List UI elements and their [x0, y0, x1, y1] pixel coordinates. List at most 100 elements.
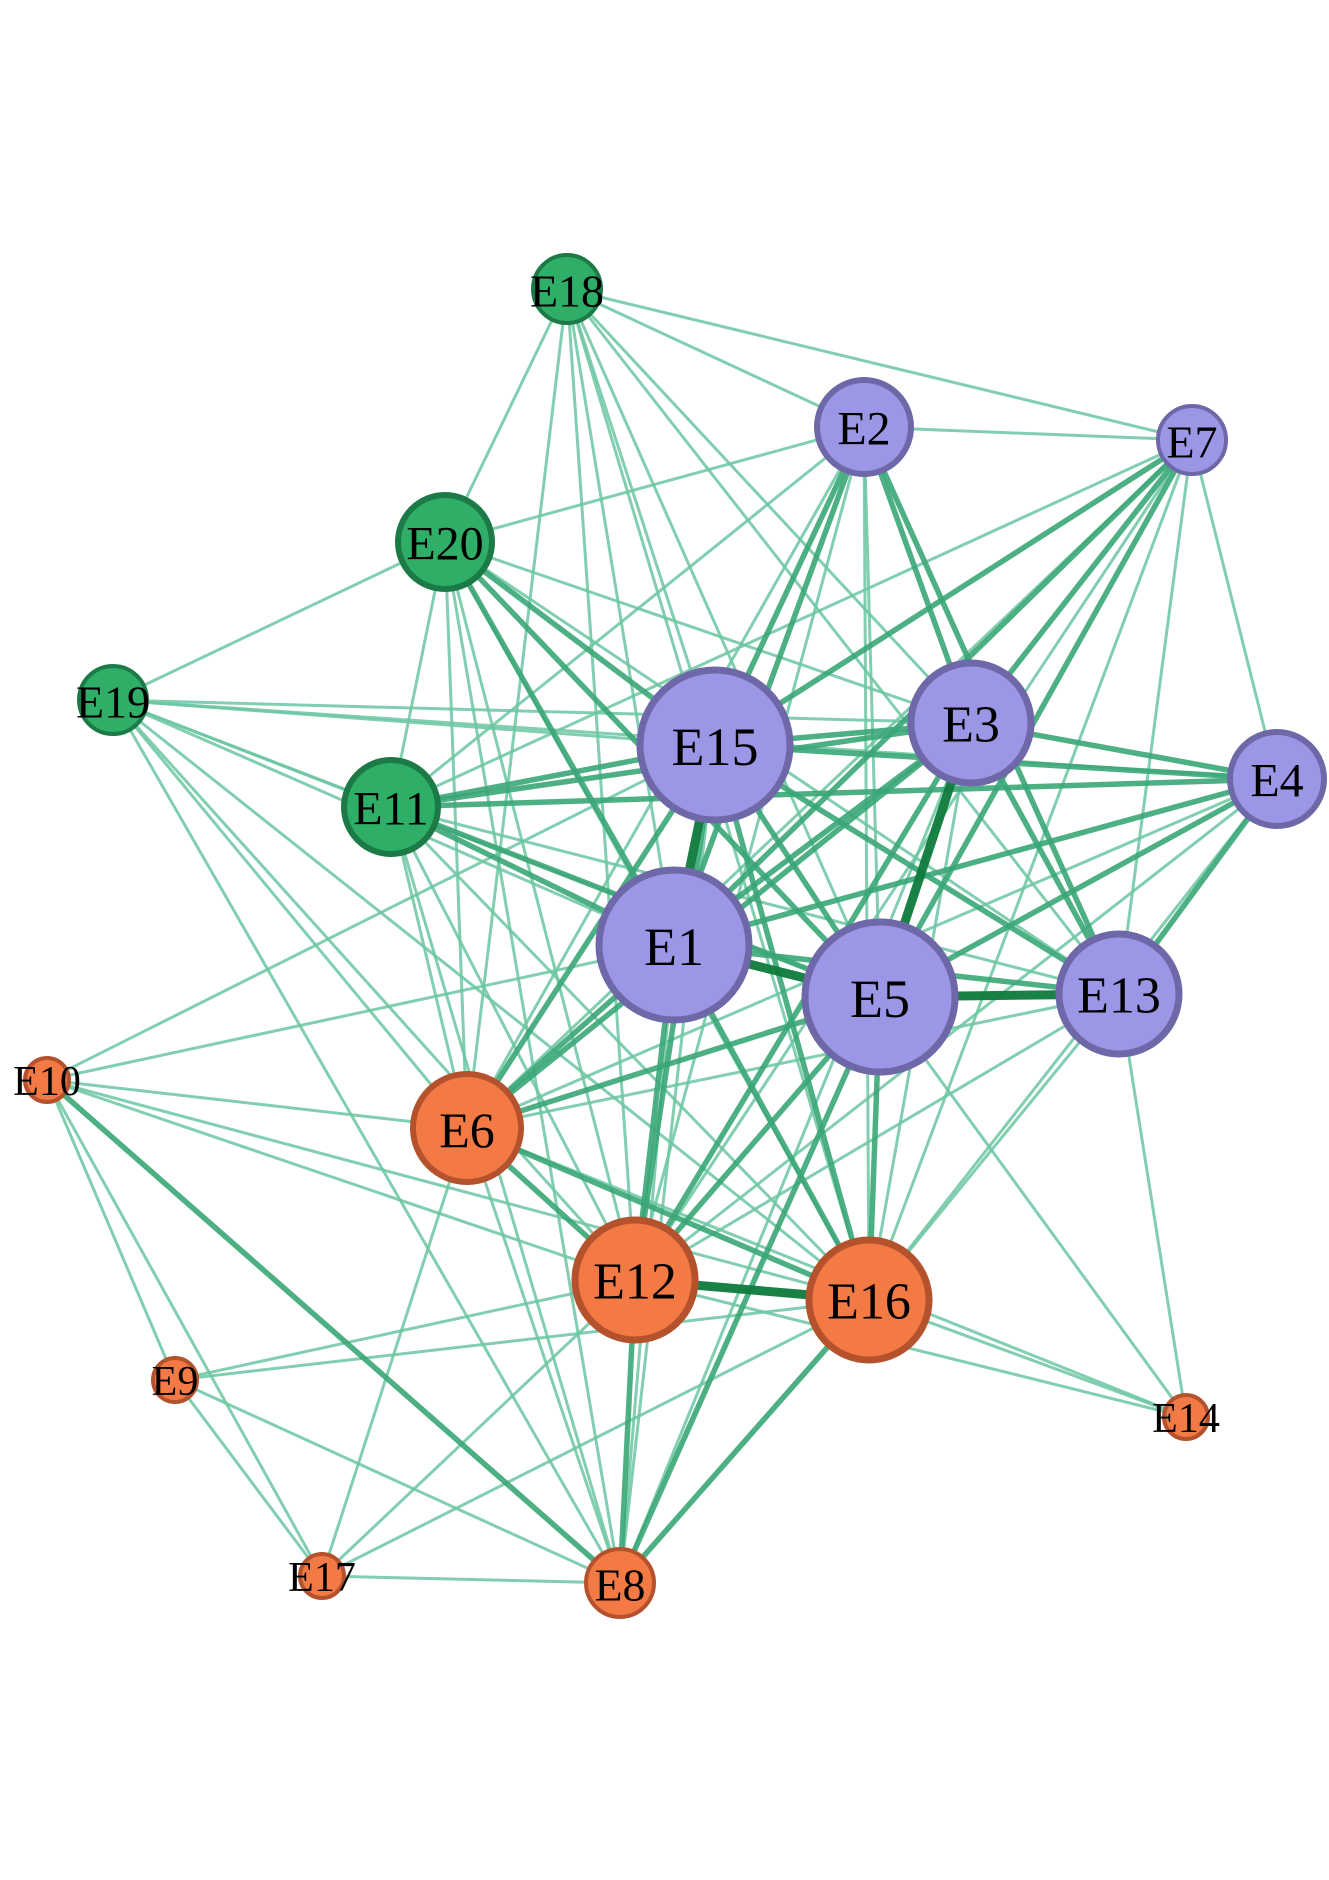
edge-e11-e16 [389, 805, 871, 1302]
node-circle-e12 [571, 1216, 699, 1344]
edge-e16-e17 [320, 1298, 871, 1578]
edge-e2-e11 [389, 425, 866, 809]
edge-e6-e10 [45, 1078, 469, 1130]
edge-e2-e20 [443, 425, 866, 544]
edge-e13-e14 [1117, 992, 1188, 1419]
node-e15: E15 [636, 666, 794, 824]
node-label-e12: E12 [593, 1254, 677, 1311]
edge-e15-e13 [712, 742, 1122, 997]
node-label-e11: E11 [353, 783, 429, 836]
node-label-e6: E6 [439, 1102, 495, 1158]
node-label-e3: E3 [942, 697, 1000, 754]
edge-e10-e17 [45, 1078, 324, 1578]
edge-e11-e8 [389, 805, 622, 1585]
edge-e6-e17 [320, 1126, 469, 1578]
edge-e19-e16 [111, 698, 871, 1302]
edge-e2-e7 [862, 425, 1194, 442]
node-e18: E18 [530, 253, 604, 325]
edge-e2-e18 [565, 287, 866, 429]
node-label-e18: E18 [530, 266, 604, 317]
node-e2: E2 [814, 377, 914, 477]
node-circle-e16 [805, 1236, 933, 1364]
edge-e6-e16 [464, 1125, 872, 1303]
node-e5: E5 [801, 918, 959, 1076]
node-e12: E12 [571, 1216, 699, 1344]
edge-e6-e8 [465, 1126, 622, 1585]
edge-e17-e8 [320, 1574, 622, 1585]
node-label-e9: E9 [152, 1359, 199, 1405]
edge-e1-e2 [671, 424, 867, 948]
edge-e2-e12 [633, 425, 866, 1282]
edge-e12-e17 [320, 1278, 637, 1578]
edge-e10-e8 [44, 1077, 623, 1586]
node-label-e10: E10 [13, 1059, 81, 1105]
node-e4: E4 [1227, 729, 1327, 829]
edge-e2-e16 [862, 425, 871, 1302]
node-circle-e11 [341, 757, 441, 857]
node-circle-e18 [531, 253, 603, 325]
node-label-e2: E2 [837, 403, 890, 456]
edge-e7-e16 [867, 438, 1194, 1302]
node-e3: E3 [907, 659, 1035, 787]
edge-e16-e9 [173, 1298, 871, 1382]
edge-e18-e6 [465, 287, 569, 1130]
edge-e18-e12 [565, 287, 637, 1282]
edge-e20-e19 [111, 540, 447, 702]
node-circle-e19 [77, 664, 149, 736]
edge-e1-e4 [671, 776, 1280, 948]
node-label-e5: E5 [850, 969, 910, 1029]
node-label-e16: E16 [827, 1274, 911, 1331]
node-circle-e13 [1055, 930, 1183, 1058]
node-circle-e17 [298, 1552, 346, 1600]
edge-e5-e14 [878, 995, 1188, 1419]
edge-e13-e7 [1117, 438, 1194, 996]
edge-e16-e10 [45, 1078, 871, 1302]
node-e10: E10 [13, 1056, 81, 1105]
node-label-e20: E20 [406, 518, 483, 571]
edge-e5-e2 [862, 425, 882, 999]
edge-e4-e16 [867, 777, 1279, 1302]
node-circle-e14 [1162, 1393, 1210, 1441]
node-circle-e2 [814, 377, 914, 477]
node-circle-e15 [636, 666, 794, 824]
edge-e19-e8 [111, 698, 622, 1585]
edge-e15-e7 [712, 437, 1195, 748]
edge-e7-e12 [633, 438, 1194, 1282]
node-e17: E17 [288, 1552, 356, 1601]
node-e7: E7 [1156, 404, 1228, 476]
node-label-e15: E15 [672, 717, 759, 777]
edge-e20-e12 [443, 540, 637, 1282]
edge-e9-e8 [173, 1378, 622, 1585]
edge-e12-e14 [633, 1278, 1188, 1419]
node-circle-e9 [151, 1356, 199, 1404]
node-e9: E9 [151, 1356, 199, 1405]
edge-e1-e10 [45, 943, 676, 1082]
node-circle-e8 [584, 1547, 656, 1619]
node-e1: E1 [595, 866, 753, 1024]
node-e8: E8 [584, 1547, 656, 1619]
edge-e3-e18 [565, 287, 973, 725]
node-label-e7: E7 [1166, 417, 1217, 468]
node-circle-e4 [1227, 729, 1327, 829]
edge-e7-e18 [565, 287, 1194, 442]
node-circle-e1 [595, 866, 753, 1024]
node-e6: E6 [410, 1071, 524, 1185]
node-e19: E19 [76, 664, 150, 736]
node-label-e8: E8 [594, 1560, 645, 1611]
node-label-e14: E14 [1152, 1396, 1220, 1442]
node-label-e1: E1 [644, 917, 704, 977]
edge-e13-e11 [389, 805, 1121, 996]
node-circle-e20 [395, 492, 495, 592]
edge-e5-e18 [565, 287, 882, 999]
edge-e19-e6 [111, 698, 469, 1130]
edge-e13-e6 [465, 992, 1121, 1130]
edge-e20-e8 [443, 540, 622, 1585]
node-circle-e7 [1156, 404, 1228, 476]
node-e16: E16 [805, 1236, 933, 1364]
node-e14: E14 [1152, 1393, 1220, 1442]
edge-e4-e12 [633, 777, 1279, 1282]
edge-e19-e12 [111, 698, 637, 1282]
node-label-e4: E4 [1250, 755, 1303, 808]
